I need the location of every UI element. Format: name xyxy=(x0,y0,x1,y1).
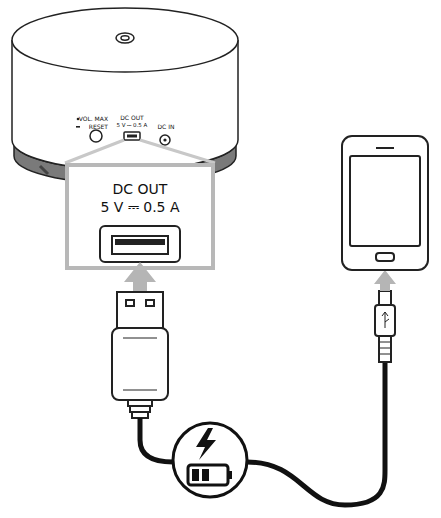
insert-arrow xyxy=(374,270,396,291)
speaker xyxy=(12,8,238,184)
callout-text: DC OUT xyxy=(69,181,211,199)
callout-box: DC OUT5 V ⎓ 0.5 A xyxy=(65,163,215,270)
port-label: DC IN xyxy=(158,124,175,130)
callout-text: 5 V ⎓ 0.5 A xyxy=(69,199,211,217)
charging-icon xyxy=(173,423,247,497)
port-label: DC OUT xyxy=(120,115,144,121)
port-rating: 5 V ⎓ 0.5 A xyxy=(117,123,148,129)
usb-port xyxy=(100,226,180,262)
micro-usb-plug xyxy=(375,291,395,362)
smartphone xyxy=(342,136,428,270)
usb-a-plug xyxy=(112,292,168,418)
button-label: RESET xyxy=(89,124,108,130)
button-label: VOL. MAX xyxy=(79,116,108,122)
